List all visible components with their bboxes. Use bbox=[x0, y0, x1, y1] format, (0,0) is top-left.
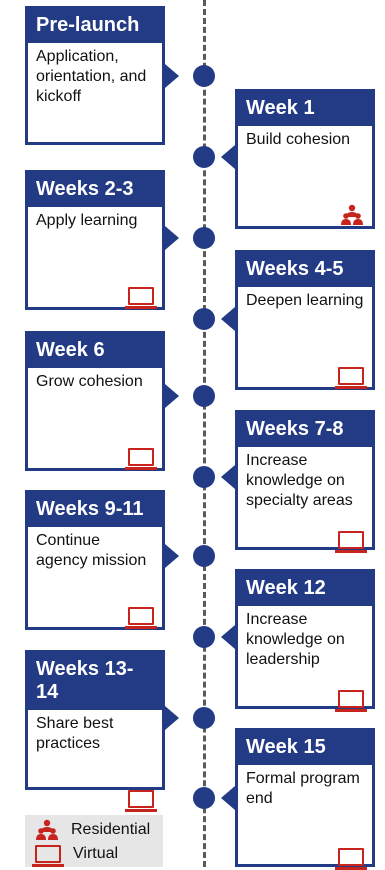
laptop-icon bbox=[125, 287, 157, 309]
milestone-title: Week 1 bbox=[238, 92, 372, 126]
laptop-icon bbox=[335, 531, 367, 553]
legend-item-residential: Residential bbox=[35, 819, 150, 841]
milestone-card-weeks-9-11: Weeks 9-11 Continue agency mission bbox=[25, 490, 165, 630]
pointer-arrow bbox=[165, 226, 179, 250]
laptop-icon bbox=[335, 690, 367, 712]
milestone-card-weeks-4-5: Weeks 4-5 Deepen learning bbox=[235, 250, 375, 390]
milestone-description: Application, orientation, and kickoff bbox=[36, 48, 147, 105]
residential-group-icon bbox=[36, 819, 58, 840]
milestone-description: Share best practices bbox=[36, 715, 114, 752]
milestone-description: Grow cohesion bbox=[36, 373, 143, 390]
legend-label: Residential bbox=[71, 821, 151, 838]
milestone-title: Weeks 2-3 bbox=[28, 173, 162, 207]
milestone-title: Week 6 bbox=[28, 334, 162, 368]
milestone-description: Formal program end bbox=[246, 770, 360, 807]
legend-label: Virtual bbox=[73, 845, 119, 862]
milestone-description: Deepen learning bbox=[246, 292, 364, 309]
milestone-card-week-6: Week 6 Grow cohesion bbox=[25, 331, 165, 471]
timeline-dot bbox=[193, 626, 215, 648]
milestone-description: Increase knowledge on leadership bbox=[246, 611, 345, 668]
laptop-icon bbox=[125, 448, 157, 470]
timeline-dot bbox=[193, 466, 215, 488]
timeline-dot bbox=[193, 787, 215, 809]
milestone-card-week-1: Week 1 Build cohesion bbox=[235, 89, 375, 229]
milestone-title: Weeks 9-11 bbox=[28, 493, 162, 527]
pointer-arrow bbox=[221, 145, 235, 169]
timeline-dot bbox=[193, 146, 215, 168]
milestone-title: Weeks 7-8 bbox=[238, 413, 372, 447]
timeline-dot bbox=[193, 65, 215, 87]
milestone-card-week-12: Week 12 Increase knowledge on leadership bbox=[235, 569, 375, 712]
pointer-arrow bbox=[165, 64, 179, 88]
legend-item-virtual: Virtual bbox=[32, 845, 119, 867]
residential-group-icon bbox=[341, 204, 363, 225]
milestone-card-weeks-13-14: Weeks 13-14 Share best practices bbox=[25, 650, 165, 812]
pointer-arrow bbox=[221, 465, 235, 489]
pointer-arrow bbox=[221, 786, 235, 810]
milestone-title: Week 15 bbox=[238, 731, 372, 765]
timeline-dot bbox=[193, 545, 215, 567]
pointer-arrow bbox=[221, 307, 235, 331]
timeline-dashed-line bbox=[203, 0, 206, 867]
milestone-description: Build cohesion bbox=[246, 131, 351, 148]
laptop-icon bbox=[32, 845, 64, 867]
milestone-title: Week 12 bbox=[238, 572, 372, 606]
milestone-title: Pre-launch bbox=[28, 9, 162, 43]
laptop-icon bbox=[335, 367, 367, 389]
milestone-description: Continue agency mission bbox=[36, 532, 147, 569]
milestone-card-prelaunch: Pre-launch Application, orientation, and… bbox=[25, 6, 165, 145]
pointer-arrow bbox=[165, 384, 179, 408]
timeline-dot bbox=[193, 308, 215, 330]
laptop-icon bbox=[335, 848, 367, 870]
timeline-dot bbox=[193, 707, 215, 729]
pointer-arrow bbox=[165, 706, 179, 730]
milestone-title: Weeks 13-14 bbox=[28, 653, 162, 710]
milestone-card-weeks-7-8: Weeks 7-8 Increase knowledge on specialt… bbox=[235, 410, 375, 553]
timeline-dot bbox=[193, 385, 215, 407]
pointer-arrow bbox=[221, 625, 235, 649]
milestone-card-week-15: Week 15 Formal program end bbox=[235, 728, 375, 870]
milestone-title: Weeks 4-5 bbox=[238, 253, 372, 287]
milestone-card-weeks-2-3: Weeks 2-3 Apply learning bbox=[25, 170, 165, 310]
legend: Residential Virtual bbox=[25, 815, 163, 867]
pointer-arrow bbox=[165, 544, 179, 568]
laptop-icon bbox=[125, 790, 157, 812]
timeline-dot bbox=[193, 227, 215, 249]
milestone-description: Increase knowledge on specialty areas bbox=[246, 452, 353, 509]
laptop-icon bbox=[125, 607, 157, 629]
milestone-description: Apply learning bbox=[36, 212, 138, 229]
